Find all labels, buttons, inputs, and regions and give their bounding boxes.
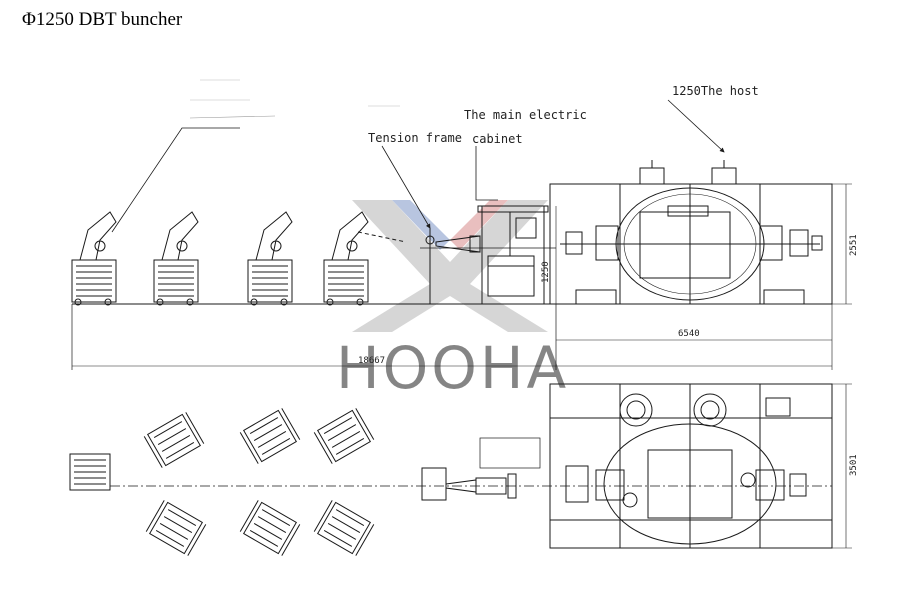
dim-host-width: 6540 xyxy=(678,329,700,339)
host-machine-plan xyxy=(549,383,833,549)
host-machine-elevation xyxy=(549,160,833,305)
main-electric-cabinet-plan xyxy=(479,437,541,469)
callout-host: 1250The host xyxy=(672,84,759,98)
page-title: Φ1250 DBT buncher xyxy=(22,9,183,30)
tension-frame-plan xyxy=(421,467,517,501)
payoff-reel-plan xyxy=(145,500,207,556)
elevation-view xyxy=(71,79,852,370)
payoff-reel-plan xyxy=(143,412,205,468)
tension-frame-elevation xyxy=(425,228,481,304)
watermark-text: HOOHA xyxy=(336,334,569,402)
plan-view xyxy=(69,383,852,556)
payoff-stand xyxy=(247,211,293,306)
watermark-logo: HOOHA xyxy=(336,200,569,402)
payoff-reel-plan xyxy=(313,500,375,556)
takeup-reel-plan xyxy=(69,453,111,491)
payoff-stand xyxy=(323,211,369,306)
callout-tension-frame: Tension frame xyxy=(368,131,462,145)
dim-host-height-bottom: 3501 xyxy=(849,454,859,476)
payoff-stand xyxy=(153,211,199,306)
payoff-stand xyxy=(71,211,117,306)
payoff-reel-plan xyxy=(239,408,301,464)
dim-cabinet-height: 1250 xyxy=(541,261,551,283)
dim-host-height-top: 2551 xyxy=(849,234,859,256)
payoff-reel-plan xyxy=(313,408,375,464)
main-electric-cabinet-elevation xyxy=(477,205,549,305)
callout-main-cabinet-line1: The main electric xyxy=(464,108,587,122)
callout-main-cabinet-line2: cabinet xyxy=(472,132,523,146)
payoff-reel-plan xyxy=(239,500,301,556)
dim-overall-length: 18667 xyxy=(358,356,385,366)
